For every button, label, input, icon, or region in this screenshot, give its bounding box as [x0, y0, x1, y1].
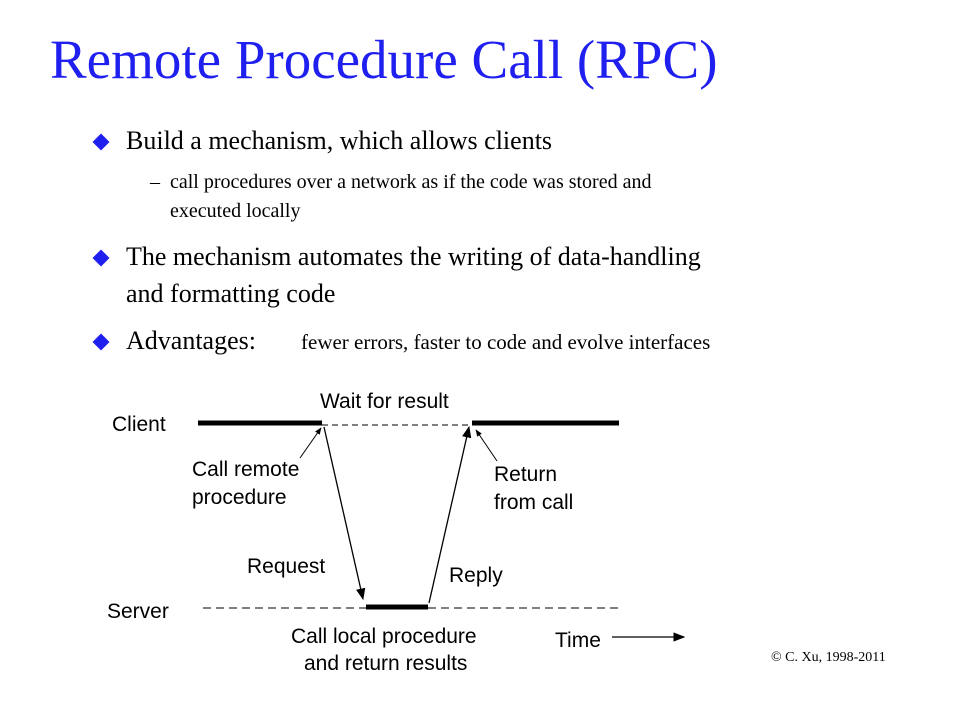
reply-arrow [428, 425, 472, 604]
return-call-pointer [475, 429, 498, 462]
request-arrow [323, 426, 366, 601]
bullet-2-text-line-2: and formatting code [126, 279, 336, 308]
bullet-1-text: Build a mechanism, which allows clients [126, 126, 553, 155]
server-label: Server [107, 600, 169, 623]
request-label: Request [247, 555, 325, 578]
return-call-label-line-2: from call [494, 491, 573, 514]
copyright-notice: © C. Xu, 1998-2011 [771, 650, 886, 665]
call-remote-label-line-1: Call remote [192, 458, 299, 481]
reply-label: Reply [449, 564, 503, 587]
call-remote-pointer [299, 427, 322, 459]
slide-title: Remote Procedure Call (RPC) [50, 29, 718, 90]
call-remote-label-line-2: procedure [192, 486, 287, 509]
bullet-3-label: Advantages: [126, 326, 256, 355]
sub-bullet-line-2: executed locally [170, 200, 301, 222]
time-label: Time [555, 629, 601, 652]
bullet-3-detail: fewer errors, faster to code and evolve … [301, 330, 711, 354]
wait-for-result-label: Wait for result [320, 390, 449, 413]
call-local-label-line-1: Call local procedure [291, 625, 477, 648]
client-label: Client [112, 413, 166, 436]
sub-bullet-dash: – [150, 171, 160, 193]
bullet-2-text-line-1: The mechanism automates the writing of d… [126, 242, 701, 271]
call-local-label-line-2: and return results [304, 652, 467, 675]
sub-bullet-line-1: call procedures over a network as if the… [170, 171, 652, 193]
return-call-label-line-1: Return [494, 463, 557, 486]
